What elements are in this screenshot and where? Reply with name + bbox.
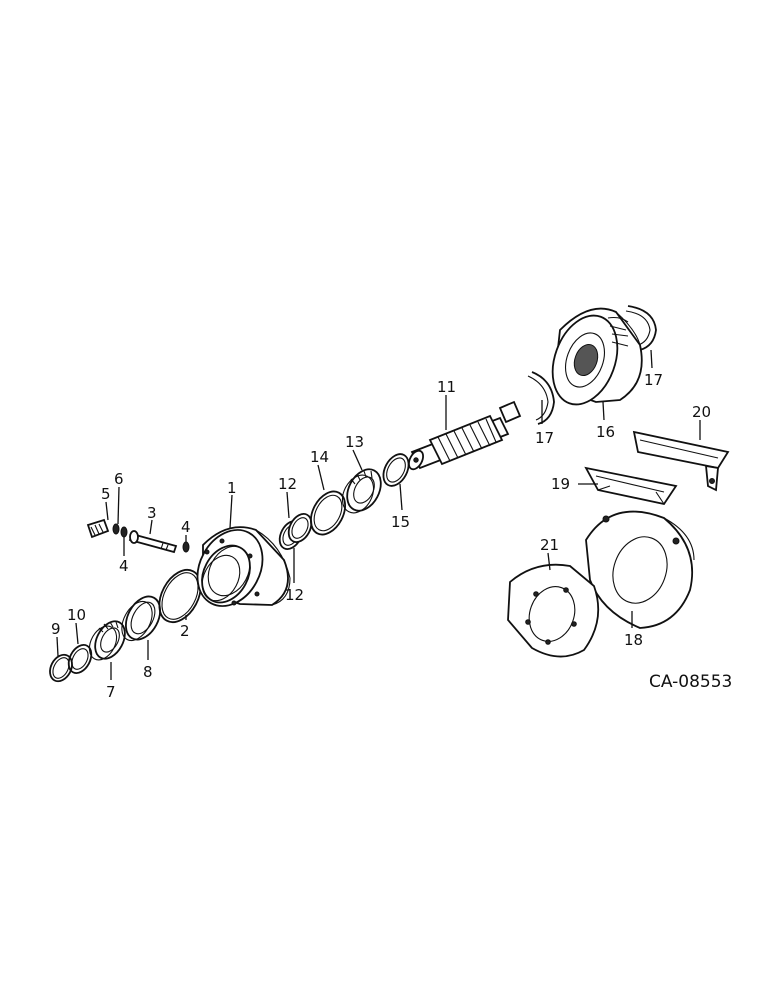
- callout-12b: 12: [285, 586, 304, 604]
- callout-12a: 12: [278, 475, 297, 493]
- part-13-bearing[interactable]: [336, 464, 387, 519]
- callout-9: 9: [51, 620, 61, 638]
- part-15-ring[interactable]: [378, 450, 413, 490]
- callout-17b: 17: [644, 371, 663, 389]
- drawing-code: CA-08553: [649, 672, 732, 692]
- callout-20: 20: [692, 403, 711, 421]
- part-1-housing[interactable]: [185, 519, 291, 618]
- part-14-ring[interactable]: [304, 486, 352, 541]
- part-6-seal[interactable]: [112, 523, 128, 538]
- callout-7: 7: [106, 683, 116, 701]
- part-21-plate[interactable]: [507, 563, 600, 658]
- part-8-bearing-cup[interactable]: [116, 591, 167, 646]
- callout-15: 15: [391, 513, 410, 531]
- callout-4a: 4: [181, 518, 191, 536]
- part-20-bracket[interactable]: [632, 430, 730, 492]
- callout-17a: 17: [535, 429, 554, 447]
- callout-5: 5: [101, 485, 111, 503]
- callout-3: 3: [147, 504, 157, 522]
- part-17-snap-ring-a[interactable]: [527, 371, 555, 425]
- part-16-gear[interactable]: [541, 307, 643, 414]
- callout-6: 6: [114, 470, 124, 488]
- part-10-ring[interactable]: [64, 641, 96, 677]
- callout-2: 2: [180, 622, 190, 640]
- callout-10: 10: [67, 606, 86, 624]
- callout-19: 19: [551, 475, 570, 493]
- part-12-seals[interactable]: [275, 510, 316, 553]
- part-4-seal[interactable]: [182, 541, 190, 553]
- part-9-snap-ring[interactable]: [46, 651, 77, 685]
- leader-lines: [56, 349, 701, 680]
- callout-8: 8: [143, 663, 153, 681]
- part-7-bearing-cone[interactable]: [84, 616, 131, 664]
- callout-1: 1: [227, 479, 237, 497]
- part-5-fitting[interactable]: [86, 518, 110, 539]
- callout-4b: 4: [119, 557, 129, 575]
- callout-11: 11: [437, 378, 456, 396]
- part-19-bracket[interactable]: [584, 466, 678, 506]
- part-11-shaft[interactable]: [406, 400, 522, 472]
- callout-labels: 1 2 3 4 4 5 6 7 8 9 10 11 12 12 13 14 15…: [51, 371, 711, 701]
- part-2-o-ring[interactable]: [151, 563, 209, 629]
- callout-21: 21: [540, 536, 559, 554]
- callout-14: 14: [310, 448, 329, 466]
- part-18-cover[interactable]: [585, 510, 695, 629]
- callout-18: 18: [624, 631, 643, 649]
- callout-13: 13: [345, 433, 364, 451]
- part-17-snap-ring-b[interactable]: [625, 305, 657, 351]
- callout-16: 16: [596, 423, 615, 441]
- part-3-shaft[interactable]: [128, 530, 178, 554]
